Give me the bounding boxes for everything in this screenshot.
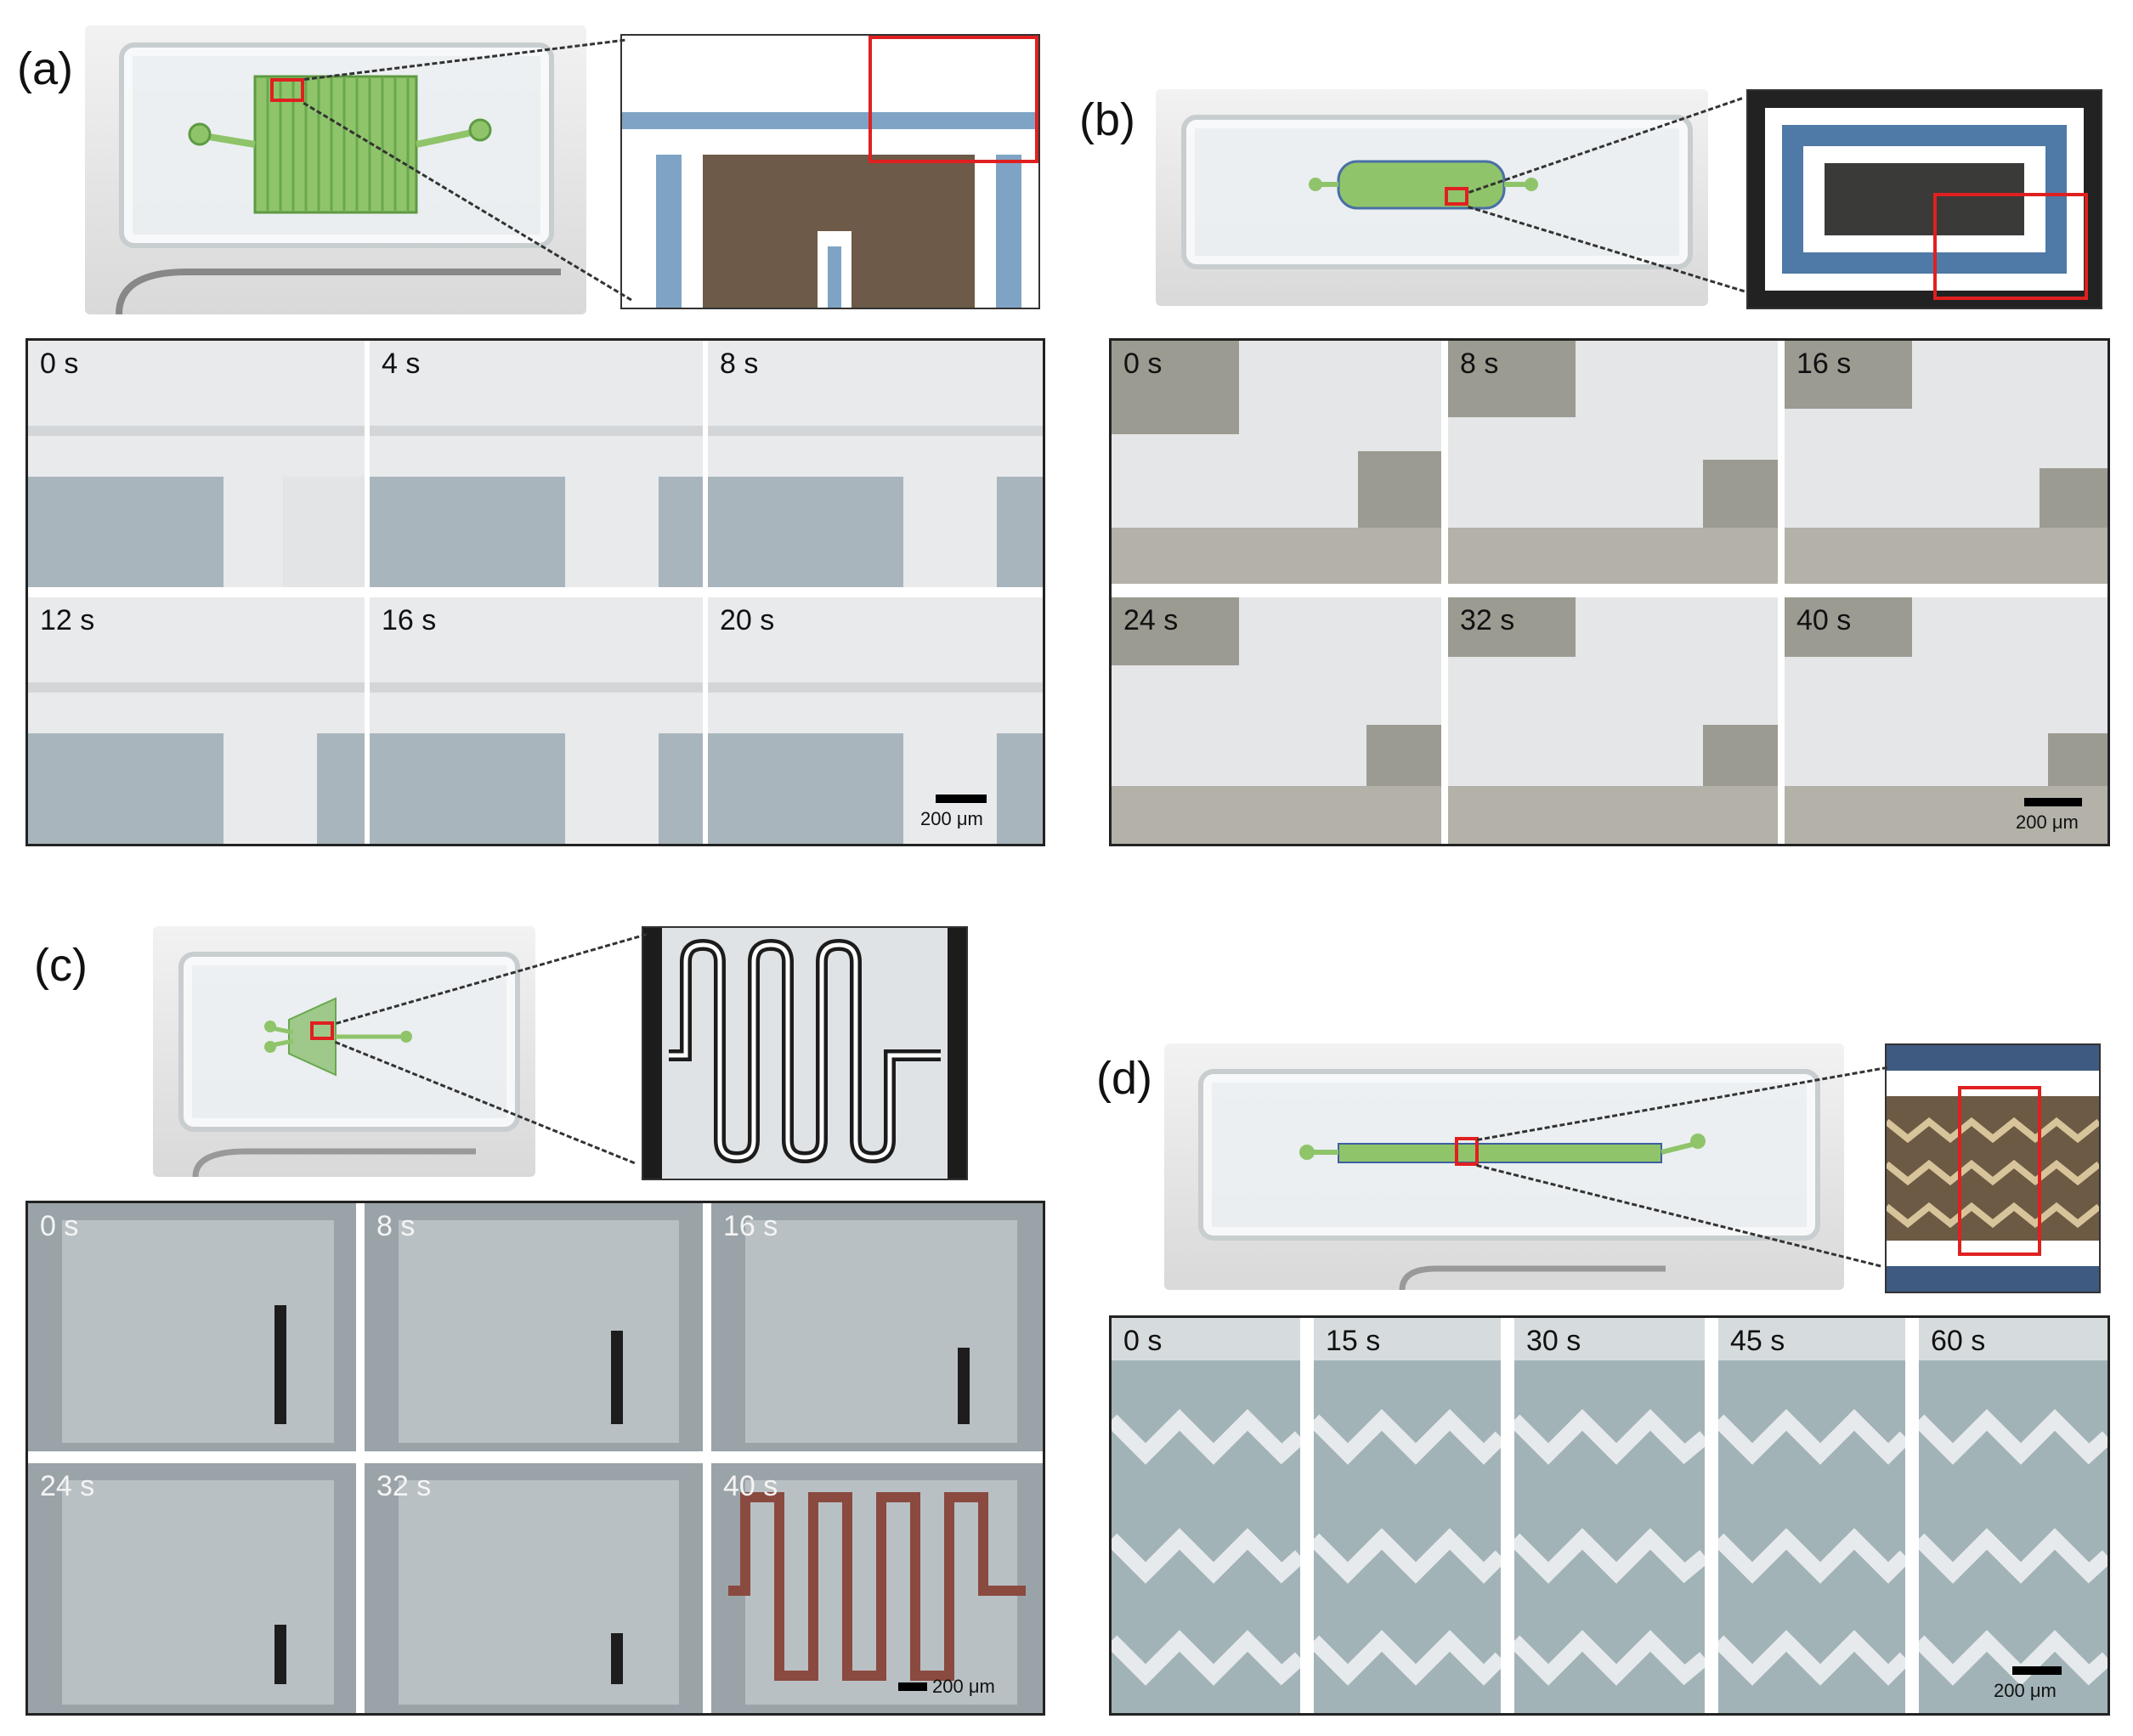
frame-d-3: 30 s: [1514, 1318, 1705, 1713]
time-label: 15 s: [1326, 1325, 1381, 1357]
frame-c-4: 24 s: [28, 1463, 356, 1713]
zoom-region-b: [1445, 187, 1468, 206]
time-label: 40 s: [1796, 604, 1852, 636]
frame-b-2: 8 s: [1448, 341, 1778, 584]
frame-a-3: 8 s: [708, 341, 1043, 587]
panel-label-c: (c): [34, 940, 88, 991]
scale-text-b: 200 μm: [2016, 811, 2079, 833]
frame-c-6: 40 s 200 μm: [711, 1463, 1043, 1713]
frame-a-4: 12 s: [28, 597, 365, 844]
frame-b-6: 40 s 200 μm: [1785, 597, 2108, 844]
time-label: 24 s: [1123, 604, 1179, 636]
time-label: 0 s: [1123, 1325, 1163, 1357]
frame-a-5: 16 s: [370, 597, 703, 844]
chip-photo-c: [153, 926, 535, 1177]
time-label: 4 s: [382, 348, 421, 380]
frame-c-5: 32 s: [365, 1463, 703, 1713]
frame-c-2: 8 s: [365, 1203, 703, 1451]
time-label: 8 s: [720, 348, 759, 380]
chip-channel-b: [1309, 160, 1538, 210]
time-label: 16 s: [382, 604, 437, 636]
time-label: 0 s: [1123, 348, 1163, 380]
scale-text-a: 200 μm: [920, 808, 983, 829]
timelapse-grid-d: 0 s 15 s 30 s 45 s 60 s 200 μm: [1109, 1315, 2110, 1716]
timelapse-grid-b: 0 s 8 s 16 s 24 s 32 s 40 s 200 μm: [1109, 338, 2110, 846]
time-label: 0 s: [40, 1210, 79, 1242]
detail-box-d: [1958, 1086, 2041, 1256]
scale-bar-c: [898, 1682, 927, 1691]
panel-label-d: (d): [1096, 1053, 1152, 1104]
timelapse-grid-a: 0 s 4 s 8 s 12 s 16 s 20 s 200 μm: [25, 338, 1045, 846]
chip-photo-d: [1164, 1043, 1844, 1290]
zoom-region-c: [310, 1021, 334, 1040]
zoom-inset-a: [620, 34, 1040, 309]
chip-photo-b: [1156, 89, 1708, 306]
zoom-region-a: [270, 78, 304, 102]
time-label: 40 s: [723, 1470, 778, 1502]
time-label: 30 s: [1526, 1325, 1581, 1357]
scale-text-c: 200 μm: [932, 1676, 995, 1697]
time-label: 16 s: [723, 1210, 778, 1242]
zoom-inset-b: [1746, 89, 2102, 309]
time-label: 32 s: [1460, 604, 1515, 636]
panel-label-a: (a): [17, 43, 73, 94]
frame-c-3: 16 s: [711, 1203, 1043, 1451]
chip-channel-d: [1299, 1134, 1706, 1290]
time-label: 24 s: [40, 1470, 95, 1502]
chip-body-c: [178, 952, 520, 1132]
time-label: 8 s: [376, 1210, 416, 1242]
chip-photo-a: [85, 25, 586, 314]
scale-bar-d: [2012, 1666, 2062, 1675]
scale-text-d: 200 μm: [1994, 1680, 2057, 1701]
detail-box-b: [1933, 193, 2088, 300]
time-label: 32 s: [376, 1470, 432, 1502]
chip-channel-a: [116, 75, 561, 314]
frame-b-4: 24 s: [1112, 597, 1441, 844]
time-label: 0 s: [40, 348, 79, 380]
time-label: 8 s: [1460, 348, 1499, 380]
time-label: 60 s: [1931, 1325, 1986, 1357]
frame-a-1: 0 s: [28, 341, 365, 587]
scale-bar-a: [936, 794, 987, 803]
frame-d-4: 45 s: [1718, 1318, 1905, 1713]
time-label: 16 s: [1796, 348, 1852, 380]
frame-d-5: 60 s 200 μm: [1919, 1318, 2108, 1713]
zoom-inset-c: [642, 926, 968, 1180]
frame-c-1: 0 s: [28, 1203, 356, 1451]
timelapse-grid-c: 0 s 8 s 16 s 24 s 32 s 40 s 200 μm: [25, 1201, 1045, 1716]
time-label: 20 s: [720, 604, 775, 636]
zoom-region-d: [1455, 1137, 1479, 1166]
chip-channel-c: [192, 997, 476, 1177]
time-label: 45 s: [1730, 1325, 1785, 1357]
detail-box-a: [868, 36, 1038, 163]
frame-a-6: 20 s 200 μm: [708, 597, 1043, 844]
scale-bar-b: [2024, 798, 2082, 806]
frame-d-1: 0 s: [1112, 1318, 1300, 1713]
frame-b-3: 16 s: [1785, 341, 2108, 584]
panel-label-b: (b): [1079, 94, 1135, 145]
frame-a-2: 4 s: [370, 341, 703, 587]
frame-b-1: 0 s: [1112, 341, 1441, 584]
zoom-inset-d: [1885, 1043, 2101, 1293]
frame-b-5: 32 s: [1448, 597, 1778, 844]
frame-d-2: 15 s: [1314, 1318, 1501, 1713]
time-label: 12 s: [40, 604, 95, 636]
